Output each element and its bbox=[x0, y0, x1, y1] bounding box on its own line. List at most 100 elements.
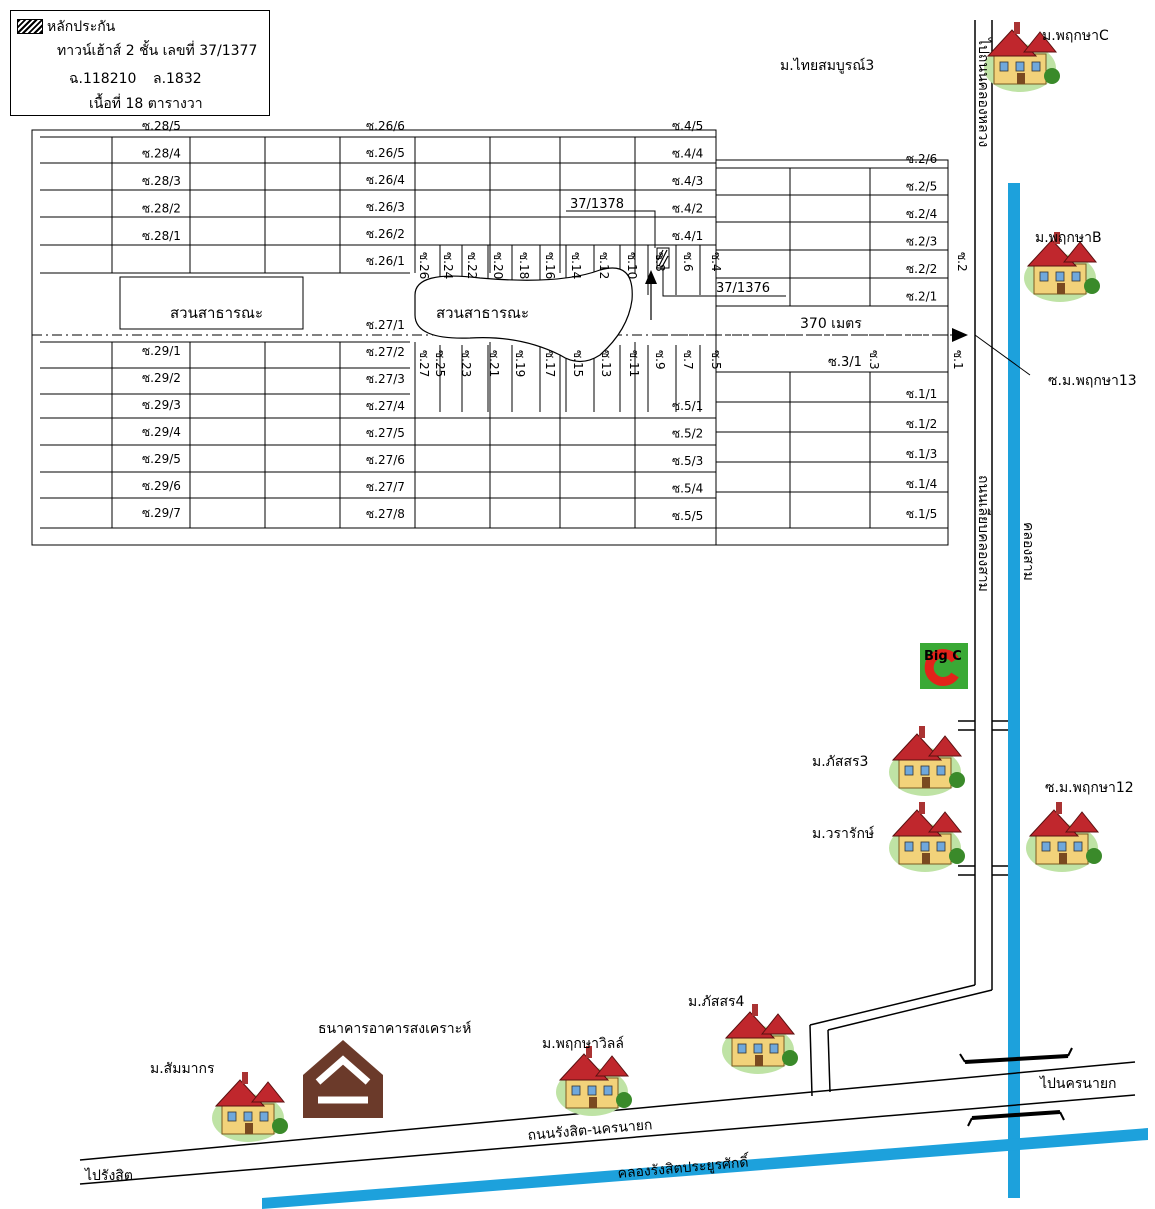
vertical-soi-label: ซ.27 bbox=[417, 350, 431, 377]
label-rangsit-canal: คลองรังสิตประยูรศักดิ์ bbox=[617, 1151, 751, 1182]
soi-label: ซ.29/2 bbox=[142, 371, 181, 385]
soi-label: ซ.27/5 bbox=[366, 426, 405, 440]
vertical-soi-label: ซ.12 bbox=[597, 252, 611, 279]
soi-label: ซ.28/1 bbox=[142, 229, 181, 243]
vertical-soi-label: ซ.25 bbox=[433, 350, 447, 377]
soi-label: ซ.29/7 bbox=[142, 506, 181, 520]
vertical-soi-label: ซ.3 bbox=[867, 350, 881, 370]
legend-deed: ฉ.118210 bbox=[69, 71, 137, 87]
soi-label: ซ.1/2 bbox=[906, 417, 937, 431]
vertical-soi-label: ซ.9 bbox=[653, 350, 667, 370]
soi-label: ซ.27/6 bbox=[366, 453, 405, 467]
label-phatsorn4: ม.ภัสสร4 bbox=[688, 994, 745, 1010]
vertical-soi-label: ซ.23 bbox=[459, 350, 473, 377]
vertical-soi-label: ซ.6 bbox=[681, 252, 695, 272]
bridge-top bbox=[959, 1047, 1073, 1064]
label-top-road: ไปถนนคลองหลวง bbox=[975, 37, 992, 147]
label-distance: 370 เมตร bbox=[800, 316, 862, 332]
label-phatsorn3: ม.ภัสสร3 bbox=[812, 754, 868, 770]
big-c-logo: Big C bbox=[920, 643, 968, 689]
soi-label: ซ.29/4 bbox=[142, 425, 181, 439]
soi-label: ซ.5/1 bbox=[672, 399, 703, 413]
label-gh-bank: ธนาคารอาคารสงเคราะห์ bbox=[318, 1020, 471, 1037]
soi-label: ซ.5/3 bbox=[672, 454, 703, 468]
soi-label: ซ.27/2 bbox=[366, 345, 405, 359]
vertical-soi-label: ซ.24 bbox=[441, 252, 455, 279]
hatch-swatch bbox=[17, 19, 43, 34]
rangsit-canal bbox=[262, 1128, 1148, 1209]
soi-label: ซ.2/3 bbox=[906, 235, 937, 249]
label-soi-pruksa12: ซ.ม.พฤกษา12 bbox=[1045, 780, 1134, 796]
vertical-soi-label: ซ.21 bbox=[487, 350, 501, 377]
label-to-nakhon-nayok: ไปนครนายก bbox=[1039, 1075, 1117, 1092]
vertical-soi-label: ซ.26 bbox=[417, 252, 431, 279]
house-icon-phatsorn3 bbox=[888, 725, 966, 797]
soi-label: ซ.27/4 bbox=[366, 399, 405, 413]
lot-grid bbox=[40, 136, 948, 529]
vertical-soi-label: ซ.17 bbox=[543, 350, 557, 377]
label-sammakorn: ม.สัมมากร bbox=[150, 1061, 215, 1077]
klong-sam-canal bbox=[1008, 183, 1020, 1198]
label-soi-pruksa13: ซ.ม.พฤกษา13 bbox=[1048, 373, 1137, 389]
vertical-soi-label: ซ.11 bbox=[627, 350, 641, 377]
vertical-soi-label: ซ.20 bbox=[491, 252, 505, 279]
vertical-soi-label: ซ.2 bbox=[955, 252, 969, 272]
soi-label: ซ.26/5 bbox=[366, 146, 405, 160]
soi-label: ซ.1/5 bbox=[906, 507, 937, 521]
house-icon-sammakorn bbox=[211, 1071, 289, 1143]
soi-label: ซ.26/1 bbox=[366, 254, 405, 268]
label-pruksa-c: ม.พฤกษาC bbox=[1042, 28, 1109, 44]
soi-label: ซ.26/6 bbox=[366, 119, 405, 133]
subject-house bbox=[566, 210, 1031, 376]
soi-label: ซ.4/1 bbox=[672, 229, 703, 243]
vertical-soi-label: ซ.7 bbox=[681, 350, 695, 370]
soi-label: ซ.5/5 bbox=[672, 509, 703, 523]
park-left bbox=[119, 276, 304, 330]
vertical-soi-label: ซ.1 bbox=[951, 350, 965, 370]
soi-label: ซ.4/2 bbox=[672, 202, 703, 216]
soi-label: ซ.27/7 bbox=[366, 480, 405, 494]
label-park-center: สวนสาธารณะ bbox=[436, 304, 529, 322]
soi-label: ซ.29/1 bbox=[142, 344, 181, 358]
soi-label: ซ.2/1 bbox=[906, 290, 937, 304]
gh-bank-logo bbox=[303, 1040, 383, 1118]
soi-label: ซ.1/4 bbox=[906, 477, 937, 491]
soi-label: ซ.27/8 bbox=[366, 507, 405, 521]
soi-label: ซ.4/4 bbox=[672, 147, 703, 161]
vertical-soi-label: ซ.13 bbox=[599, 350, 613, 377]
label-thaisomboon3: ม.ไทยสมบูรณ์3 bbox=[780, 57, 874, 74]
legend-land-no: ล.1832 bbox=[153, 71, 202, 87]
vertical-soi-label: ซ.14 bbox=[569, 252, 583, 279]
label-to-rangsit: ไปรังสิต bbox=[84, 1167, 133, 1184]
soi-label: ซ.28/3 bbox=[142, 174, 181, 188]
soi-label: ซ.28/4 bbox=[142, 147, 181, 161]
soi-label: ซ.2/6 bbox=[906, 152, 937, 166]
legend-house-type: ทาวน์เฮ้าส์ 2 ชั้น เลขที่ 37/1377 bbox=[57, 43, 258, 59]
house-icon-phatsorn4 bbox=[721, 1003, 799, 1075]
house-icon-pruksa-ville bbox=[555, 1045, 633, 1117]
park-center bbox=[414, 267, 633, 363]
label-pruksa-b: ม.พฤกษาB bbox=[1035, 230, 1102, 246]
label-pruksa-ville: ม.พฤกษาวิลล์ bbox=[542, 1035, 624, 1052]
label-klong-sam-road: ถนนเลียบคลองสาม bbox=[975, 475, 991, 592]
label-soi-3-1: ซ.3/1 bbox=[828, 355, 862, 370]
vertical-soi-label: ซ.4 bbox=[709, 252, 723, 272]
label-park-left: สวนสาธารณะ bbox=[170, 304, 263, 322]
legend: หลักประกัน ทาวน์เฮ้าส์ 2 ชั้น เลขที่ 37/… bbox=[10, 10, 270, 116]
house-icon-wararak bbox=[888, 801, 966, 873]
soi-label: ซ.5/4 bbox=[672, 482, 703, 496]
soi-label: ซ.26/4 bbox=[366, 173, 405, 187]
soi-label: ซ.28/5 bbox=[142, 119, 181, 133]
house-icon-soi-pruksa12 bbox=[1025, 801, 1103, 873]
vertical-soi-label: ซ.15 bbox=[571, 350, 585, 377]
soi-label: ซ.26/2 bbox=[366, 227, 405, 241]
vertical-soi-label: ซ.5 bbox=[709, 350, 723, 370]
legend-title: หลักประกัน bbox=[47, 19, 116, 35]
vertical-soi-label: ซ.16 bbox=[543, 252, 557, 279]
soi-label: ซ.1/3 bbox=[906, 447, 937, 461]
village-grid bbox=[31, 129, 949, 546]
soi-label: ซ.2/4 bbox=[906, 207, 937, 221]
bridge-bottom bbox=[967, 1110, 1065, 1127]
soi-label: ซ.28/2 bbox=[142, 202, 181, 216]
soi-label: ซ.4/3 bbox=[672, 174, 703, 188]
